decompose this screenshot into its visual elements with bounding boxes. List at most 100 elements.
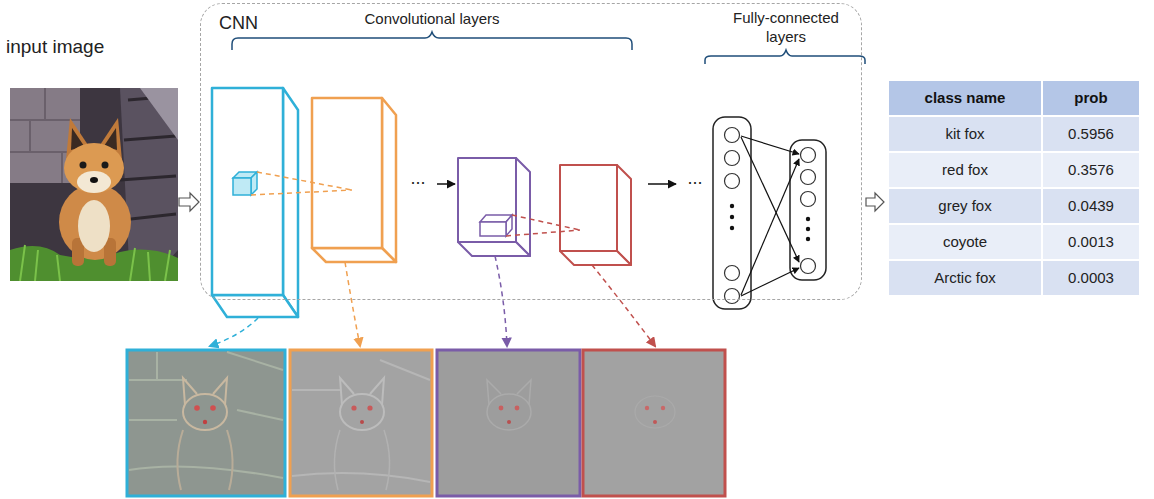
cnn-container: CNN bbox=[200, 3, 862, 300]
receptive-box bbox=[480, 222, 506, 236]
conv-block-purple bbox=[458, 242, 530, 256]
table-header: class name bbox=[888, 80, 1042, 116]
prob-table bbox=[888, 224, 1042, 260]
feature-map bbox=[290, 350, 432, 496]
feature-map bbox=[583, 350, 725, 496]
feature-map bbox=[290, 350, 432, 496]
feature-map bbox=[367, 405, 372, 410]
table-cell: Arctic fox bbox=[888, 260, 1042, 296]
conv-block-red bbox=[560, 165, 617, 251]
receptive-cube bbox=[251, 172, 257, 195]
table-cell: 0.3576 bbox=[1042, 152, 1140, 188]
table-cell: grey fox bbox=[888, 188, 1042, 224]
conv-block-orange bbox=[382, 98, 396, 262]
prob-table bbox=[1042, 152, 1140, 188]
conv-block-red bbox=[560, 251, 631, 265]
feature-map bbox=[210, 405, 216, 411]
feature-map bbox=[645, 406, 649, 410]
prob-table bbox=[888, 152, 1042, 188]
table-cell: 0.0013 bbox=[1042, 224, 1140, 260]
fc-layer bbox=[790, 140, 826, 280]
ellipsis: ... bbox=[403, 166, 433, 191]
conv-bracket bbox=[232, 32, 632, 50]
node-title: input image bbox=[4, 34, 178, 58]
fc-layer bbox=[725, 174, 740, 189]
receptive-box bbox=[480, 215, 512, 236]
fc-layer bbox=[725, 151, 740, 166]
receptive-box bbox=[506, 215, 512, 236]
prob-table bbox=[1042, 188, 1140, 224]
fc-layer bbox=[730, 215, 734, 219]
conv-block-blue bbox=[212, 295, 298, 317]
input-photo bbox=[102, 162, 109, 169]
input-photo bbox=[77, 171, 111, 193]
feature-map bbox=[437, 350, 580, 496]
layer-group-label: Convolutional layers bbox=[342, 8, 522, 30]
feature-map bbox=[499, 406, 504, 411]
conv-block-orange bbox=[312, 98, 396, 262]
prob-table bbox=[1042, 260, 1140, 296]
fc-weights bbox=[741, 136, 799, 296]
layer-group-label: Fully-connected layers bbox=[725, 5, 847, 49]
input-photo bbox=[10, 88, 178, 281]
fc-bracket bbox=[705, 50, 865, 64]
input-photo bbox=[59, 184, 131, 260]
input-image-panel: input image bbox=[4, 34, 178, 284]
prob-table bbox=[888, 188, 1042, 224]
flow-arrow bbox=[437, 183, 455, 185]
conv-block-blue bbox=[212, 88, 283, 295]
prob-table bbox=[1042, 80, 1140, 116]
input-photo bbox=[140, 88, 178, 140]
feature-map bbox=[183, 394, 227, 430]
feature-map bbox=[194, 405, 200, 411]
feature-map bbox=[661, 406, 665, 410]
ellipsis: ... bbox=[680, 166, 710, 191]
table-cell: coyote bbox=[888, 224, 1042, 260]
conv-block-purple bbox=[458, 158, 530, 256]
feature-map bbox=[487, 394, 531, 430]
input-photo bbox=[10, 88, 178, 281]
feature-map bbox=[583, 350, 725, 496]
conv-block-red bbox=[560, 165, 631, 265]
prob-table bbox=[888, 260, 1042, 296]
fc-layer bbox=[725, 289, 740, 304]
table-cell: kit fox bbox=[888, 116, 1042, 152]
fc-layer bbox=[801, 148, 816, 163]
fc-weights bbox=[741, 268, 799, 296]
feature-map bbox=[487, 380, 531, 405]
fc-layer bbox=[730, 226, 734, 230]
feature-map bbox=[183, 378, 227, 405]
fc-layer bbox=[801, 170, 816, 185]
feature-map bbox=[635, 396, 675, 428]
feature-map bbox=[340, 394, 384, 430]
table-header: prob bbox=[1042, 80, 1140, 116]
table-cell: 0.0003 bbox=[1042, 260, 1140, 296]
input-photo bbox=[78, 200, 110, 252]
fc-layer bbox=[806, 237, 810, 241]
table-cell: 0.0439 bbox=[1042, 188, 1140, 224]
feature-map bbox=[437, 350, 580, 496]
prob-table bbox=[888, 80, 1140, 296]
feature-map bbox=[653, 420, 657, 424]
conv-block-orange bbox=[312, 248, 396, 262]
receptive-cube bbox=[233, 172, 257, 195]
input-photo bbox=[64, 143, 124, 193]
hollow-arrow bbox=[866, 193, 884, 211]
prob-table bbox=[888, 80, 1042, 116]
feature-map bbox=[127, 350, 285, 496]
feature-map bbox=[507, 420, 511, 424]
conv-block-purple bbox=[458, 158, 516, 242]
conv-block-purple bbox=[516, 158, 530, 256]
fc-layer bbox=[806, 217, 810, 221]
table-cell: red fox bbox=[888, 152, 1042, 188]
conv-block-blue bbox=[283, 88, 298, 317]
input-photo bbox=[80, 162, 87, 169]
feature-leader bbox=[345, 262, 360, 346]
fc-layer bbox=[730, 204, 734, 208]
table-cell: 0.5956 bbox=[1042, 116, 1140, 152]
conv-block-blue bbox=[212, 88, 298, 317]
feature-leader bbox=[495, 256, 507, 346]
fc-weights bbox=[741, 137, 799, 262]
conv-block-orange bbox=[312, 98, 382, 248]
conv-block-red bbox=[617, 165, 631, 265]
